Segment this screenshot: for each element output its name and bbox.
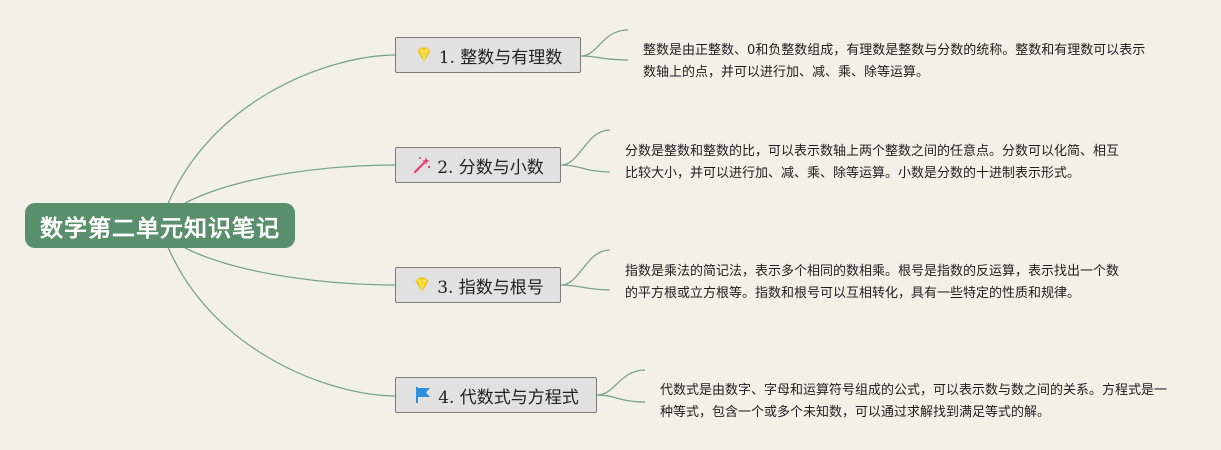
- root-topic[interactable]: 数学第二单元知识笔记: [25, 203, 295, 248]
- note-text-3: 指数是乘法的简记法，表示多个相同的数相乘。根号是指数的反运算，表示找出一个数的平…: [625, 264, 1120, 301]
- branch-topic-1[interactable]: 1. 整数与有理数: [395, 37, 581, 73]
- connector-branch-4-note: [596, 369, 646, 403]
- branch-topic-3[interactable]: 3. 指数与根号: [395, 267, 561, 303]
- connector-root-branch-3: [184, 247, 397, 286]
- diamond-icon: [414, 45, 434, 65]
- connector-branch-3-note: [560, 249, 611, 291]
- branch-topic-4[interactable]: 4. 代数式与方程式: [395, 377, 597, 413]
- diamond-icon: [412, 275, 432, 295]
- branch-label: 3. 指数与根号: [437, 277, 544, 298]
- magic-wand-icon: [412, 155, 432, 175]
- branch-label: 4. 代数式与方程式: [438, 387, 579, 408]
- flag-icon: [413, 385, 433, 405]
- note-text-2: 分数是整数和整数的比，可以表示数轴上两个整数之间的任意点。分数可以化简、相互比较…: [625, 144, 1120, 181]
- connector-root-branch-1: [159, 54, 397, 226]
- connector-root-branch-2: [184, 164, 397, 204]
- note-text-1: 整数是由正整数、0和负整数组成，有理数是整数与分数的统称。整数和有理数可以表示数…: [643, 43, 1146, 80]
- connector-branch-2-note: [560, 129, 611, 173]
- branch-label: 2. 分数与小数: [437, 157, 544, 178]
- connector-root-branch-4: [159, 225, 397, 397]
- connector-branch-1-note: [580, 29, 629, 61]
- branch-label: 1. 整数与有理数: [438, 47, 563, 68]
- note-text-4: 代数式是由数字、字母和运算符号组成的公式，可以表示数与数之间的关系。方程式是一种…: [660, 383, 1168, 420]
- branch-topic-2[interactable]: 2. 分数与小数: [395, 147, 561, 183]
